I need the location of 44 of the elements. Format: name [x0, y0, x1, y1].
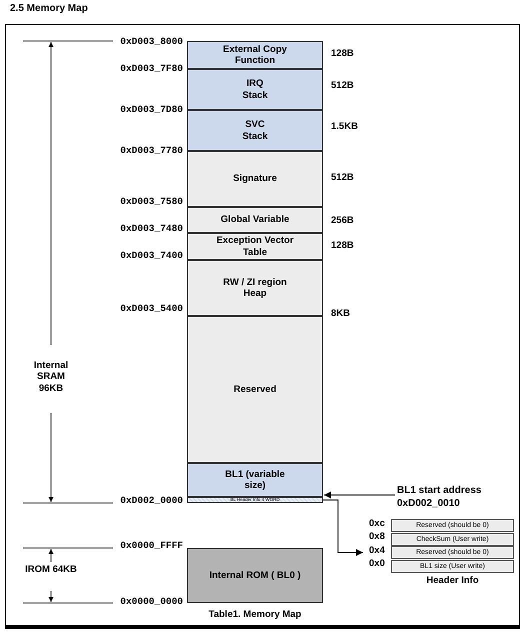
arrow: [322, 500, 364, 556]
address-label: 0xD003_8000: [119, 36, 183, 48]
region-label: Signature: [232, 173, 278, 185]
region-label: IRQ Stack: [241, 78, 269, 101]
address-label: 0xD003_5400: [119, 303, 183, 314]
region-size-label: 0xc: [369, 518, 387, 530]
table-caption: Header Info: [425, 575, 480, 586]
address-label: 0xD002_0000: [119, 495, 183, 506]
memory-region: [187, 463, 323, 497]
memory-region: [187, 497, 323, 503]
address-label: 0x0000_FFFF: [119, 540, 183, 552]
region-label: Global Variable: [220, 214, 290, 226]
region-size-label: IROM 64KB: [25, 564, 77, 576]
region-label: Exception Vector Table: [215, 235, 295, 258]
region-label: Internal ROM ( BL0 ): [208, 570, 302, 582]
address-label: 0xD003_7400: [119, 250, 183, 262]
size-label: 256B: [331, 215, 354, 226]
region-size-label: 0x4: [369, 545, 387, 556]
address-label: 0xD003_7480: [119, 223, 183, 234]
size-label: 1.5KB: [331, 121, 358, 132]
region-label: SVC Stack: [241, 119, 269, 142]
region-size-label: 0x0: [369, 558, 387, 570]
address-label: 0xD003_7580: [119, 196, 183, 208]
figure-caption: Table1. Memory Map: [208, 609, 302, 620]
size-label: 512B: [331, 172, 354, 183]
address-label: 0xD003_7D80: [119, 104, 183, 116]
region-label: BL1 (variable size): [224, 468, 286, 492]
arrow: [324, 492, 396, 498]
note-text: BL1 start address: [397, 484, 482, 497]
address-label: 0xD003_7F80: [119, 63, 183, 74]
memory-region: [187, 316, 323, 463]
region-size-label: 0x8: [369, 531, 387, 542]
note-text: 0xD002_0010: [397, 497, 461, 510]
address-label: 0x0000_0000: [119, 596, 183, 608]
size-label: 128B: [331, 48, 354, 59]
size-label: 8KB: [331, 308, 350, 319]
size-label: 512B: [331, 80, 354, 91]
size-label: 128B: [331, 240, 354, 251]
region-label: Reserved: [232, 384, 278, 396]
region-label: External Copy Function: [222, 44, 288, 66]
region-label: RW / ZI region Heap: [222, 276, 288, 300]
section-title: 2.5 Memory Map: [10, 3, 88, 14]
address-label: 0xD003_7780: [119, 145, 183, 156]
rom-region: [187, 548, 323, 603]
